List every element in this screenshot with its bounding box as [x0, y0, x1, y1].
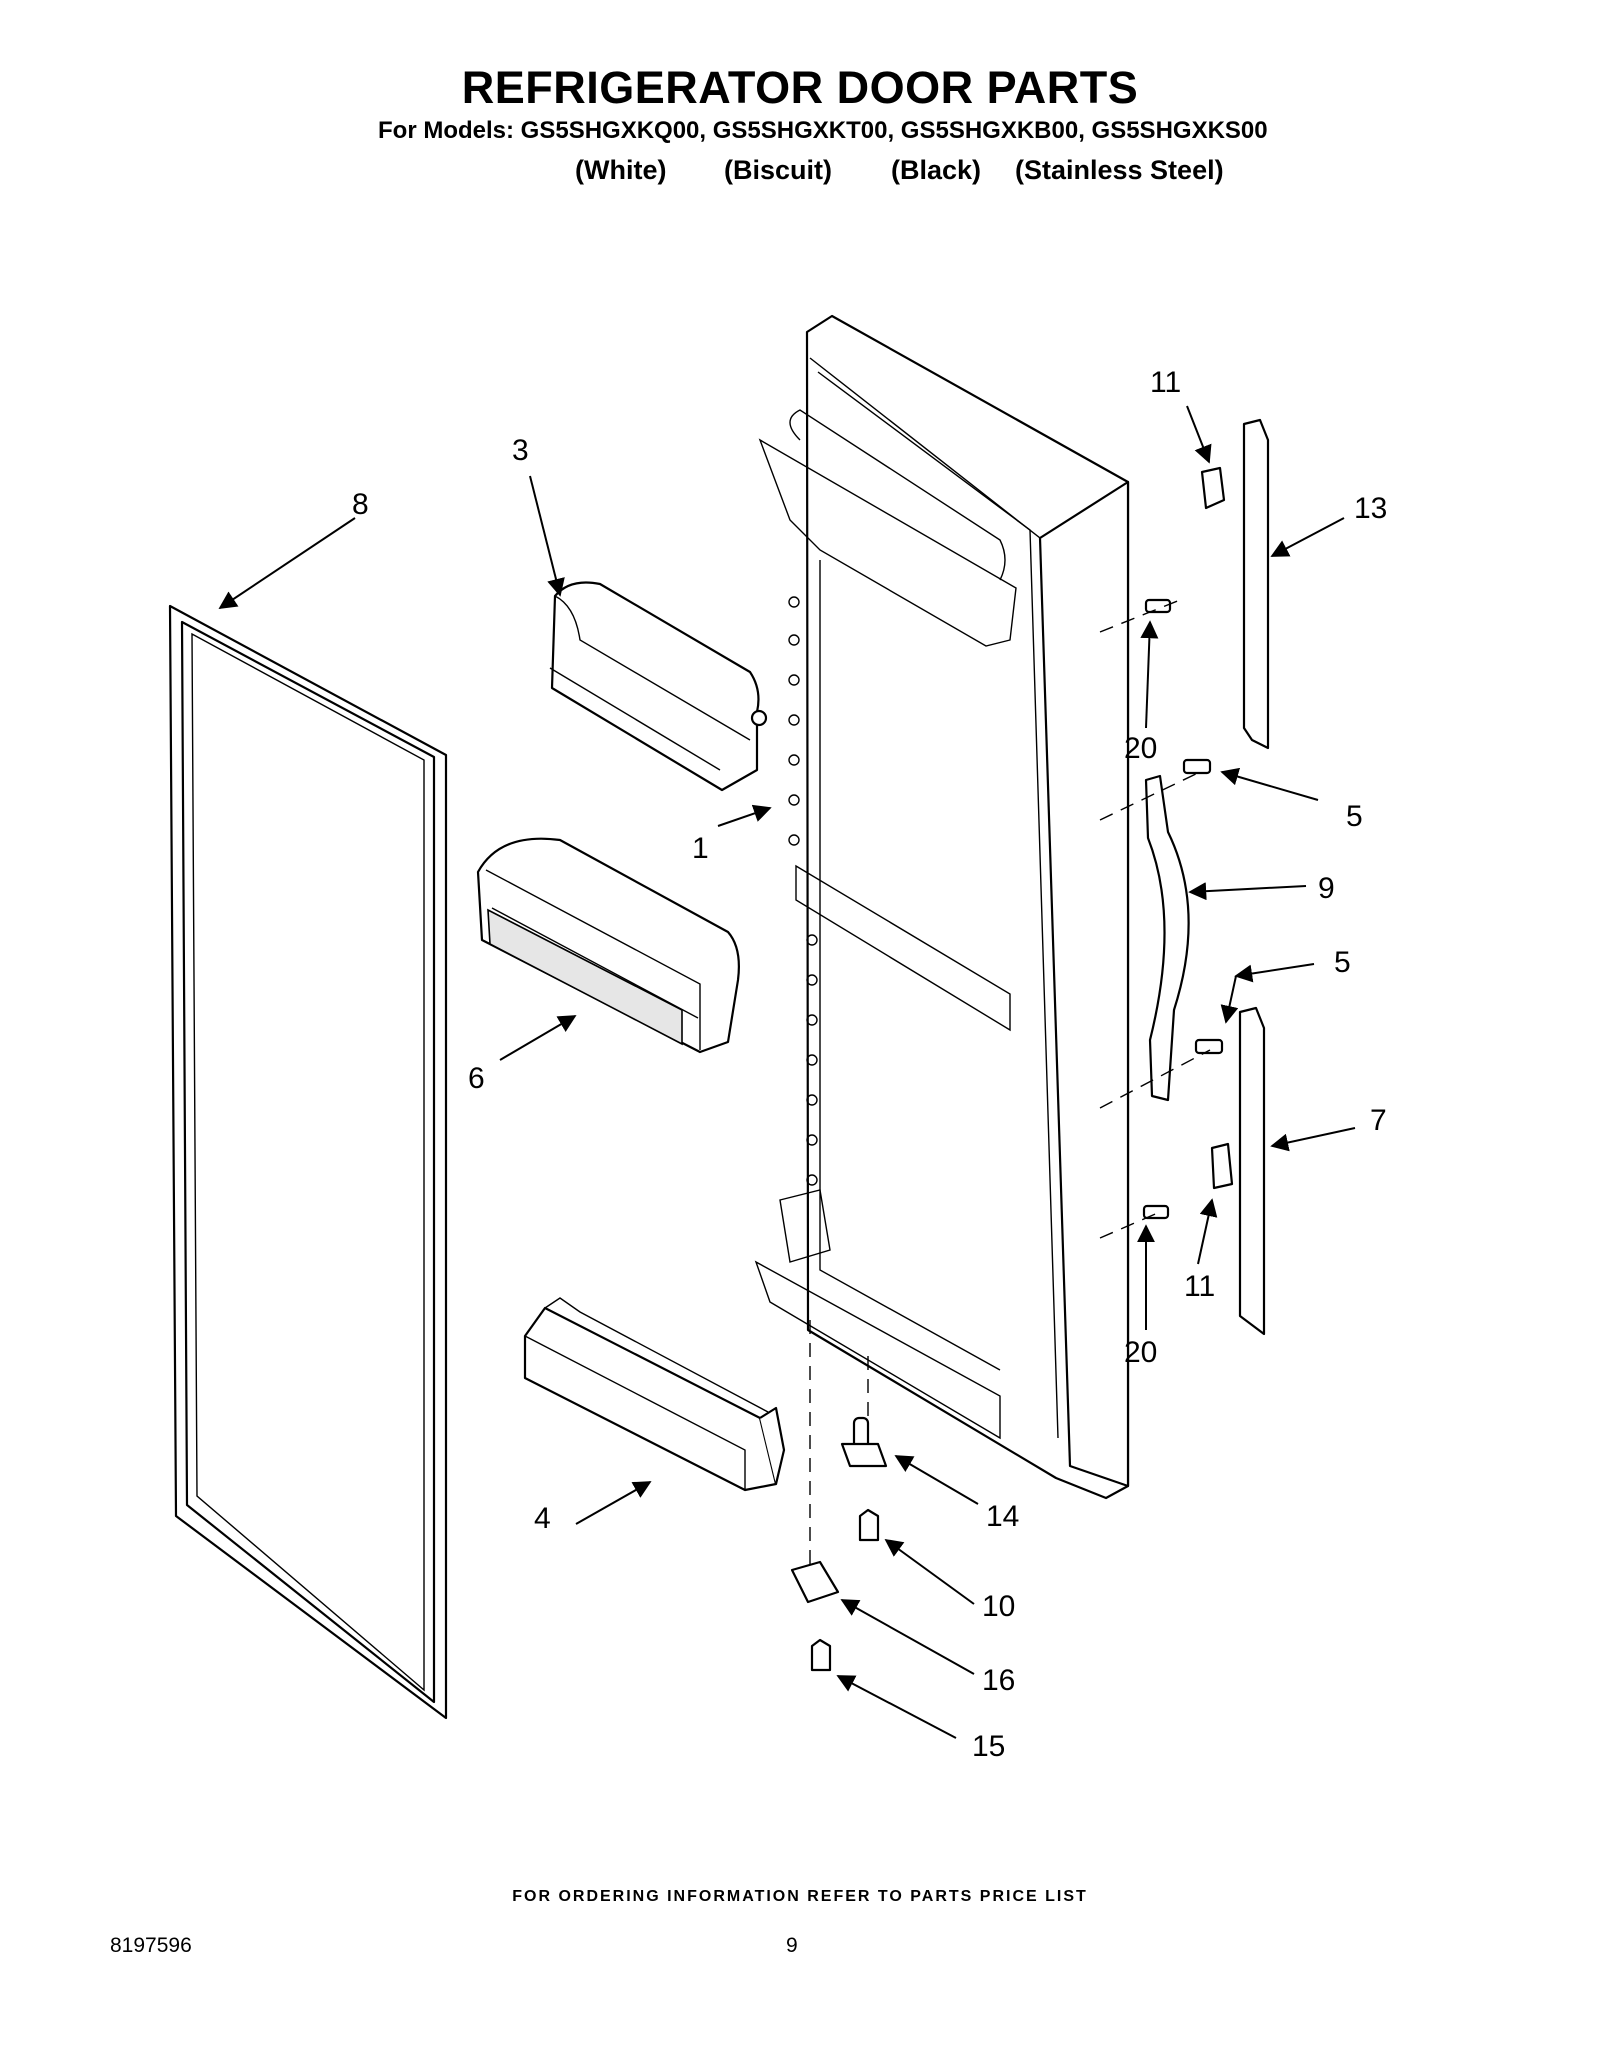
trim-clip-lower: [1210, 1142, 1234, 1190]
door-bin: [476, 837, 740, 1054]
door-handle: [1144, 774, 1190, 1102]
callout-10: 10: [982, 1590, 1015, 1623]
callout-9: 9: [1318, 872, 1335, 905]
page-title: REFRIGERATOR DOOR PARTS: [461, 62, 1139, 113]
callout-15: 15: [972, 1730, 1005, 1763]
shelf-hole-row: [788, 596, 818, 1186]
callout-20-upper: 20: [1124, 732, 1157, 765]
door-gasket: [168, 604, 448, 1720]
color-black: (Black): [891, 155, 982, 185]
color-stainless-steel: (Stainless Steel): [1015, 155, 1224, 185]
callout-4: 4: [534, 1502, 551, 1535]
hinge-screw: [858, 1508, 880, 1542]
bracket-screw: [810, 1638, 832, 1672]
page-number: 9: [786, 1934, 798, 1957]
dairy-door: [549, 581, 768, 792]
door-shelf-rail: [523, 1297, 786, 1492]
callout-6: 6: [468, 1062, 485, 1095]
callout-5-lower: 5: [1334, 946, 1351, 979]
trim-clip-upper: [1200, 466, 1226, 510]
handle-screw-upper: [1182, 758, 1212, 775]
models-line: For Models: GS5SHGXKQ00, GS5SHGXKT00, GS…: [378, 117, 1268, 144]
callout-3: 3: [512, 434, 529, 467]
callout-5-upper: 5: [1346, 800, 1363, 833]
hinge-bracket: [790, 1560, 840, 1604]
hinge-pin: [840, 1416, 888, 1468]
callout-1: 1: [692, 832, 709, 865]
callout-leaders: [218, 405, 1356, 1739]
callout-13: 13: [1354, 492, 1387, 525]
screw-lower: [1142, 1204, 1170, 1220]
screw-upper: [1144, 598, 1172, 614]
document-number: 8197596: [110, 1934, 192, 1957]
callout-7: 7: [1370, 1104, 1387, 1137]
color-biscuit: (Biscuit): [724, 155, 832, 185]
callout-11-upper: 11: [1150, 366, 1181, 399]
callout-11-lower: 11: [1184, 1270, 1215, 1303]
ordering-note: FOR ORDERING INFORMATION REFER TO PARTS …: [512, 1888, 1088, 1905]
handle-screw-lower: [1194, 1038, 1224, 1055]
lower-handle-trim: [1238, 1006, 1266, 1336]
callout-14: 14: [986, 1500, 1019, 1533]
refrigerator-door: [754, 314, 1130, 1500]
callout-8: 8: [352, 488, 369, 521]
upper-handle-trim: [1242, 418, 1270, 750]
callout-20-lower: 20: [1124, 1336, 1157, 1369]
color-white: (White): [575, 155, 667, 185]
callout-16: 16: [982, 1664, 1015, 1697]
